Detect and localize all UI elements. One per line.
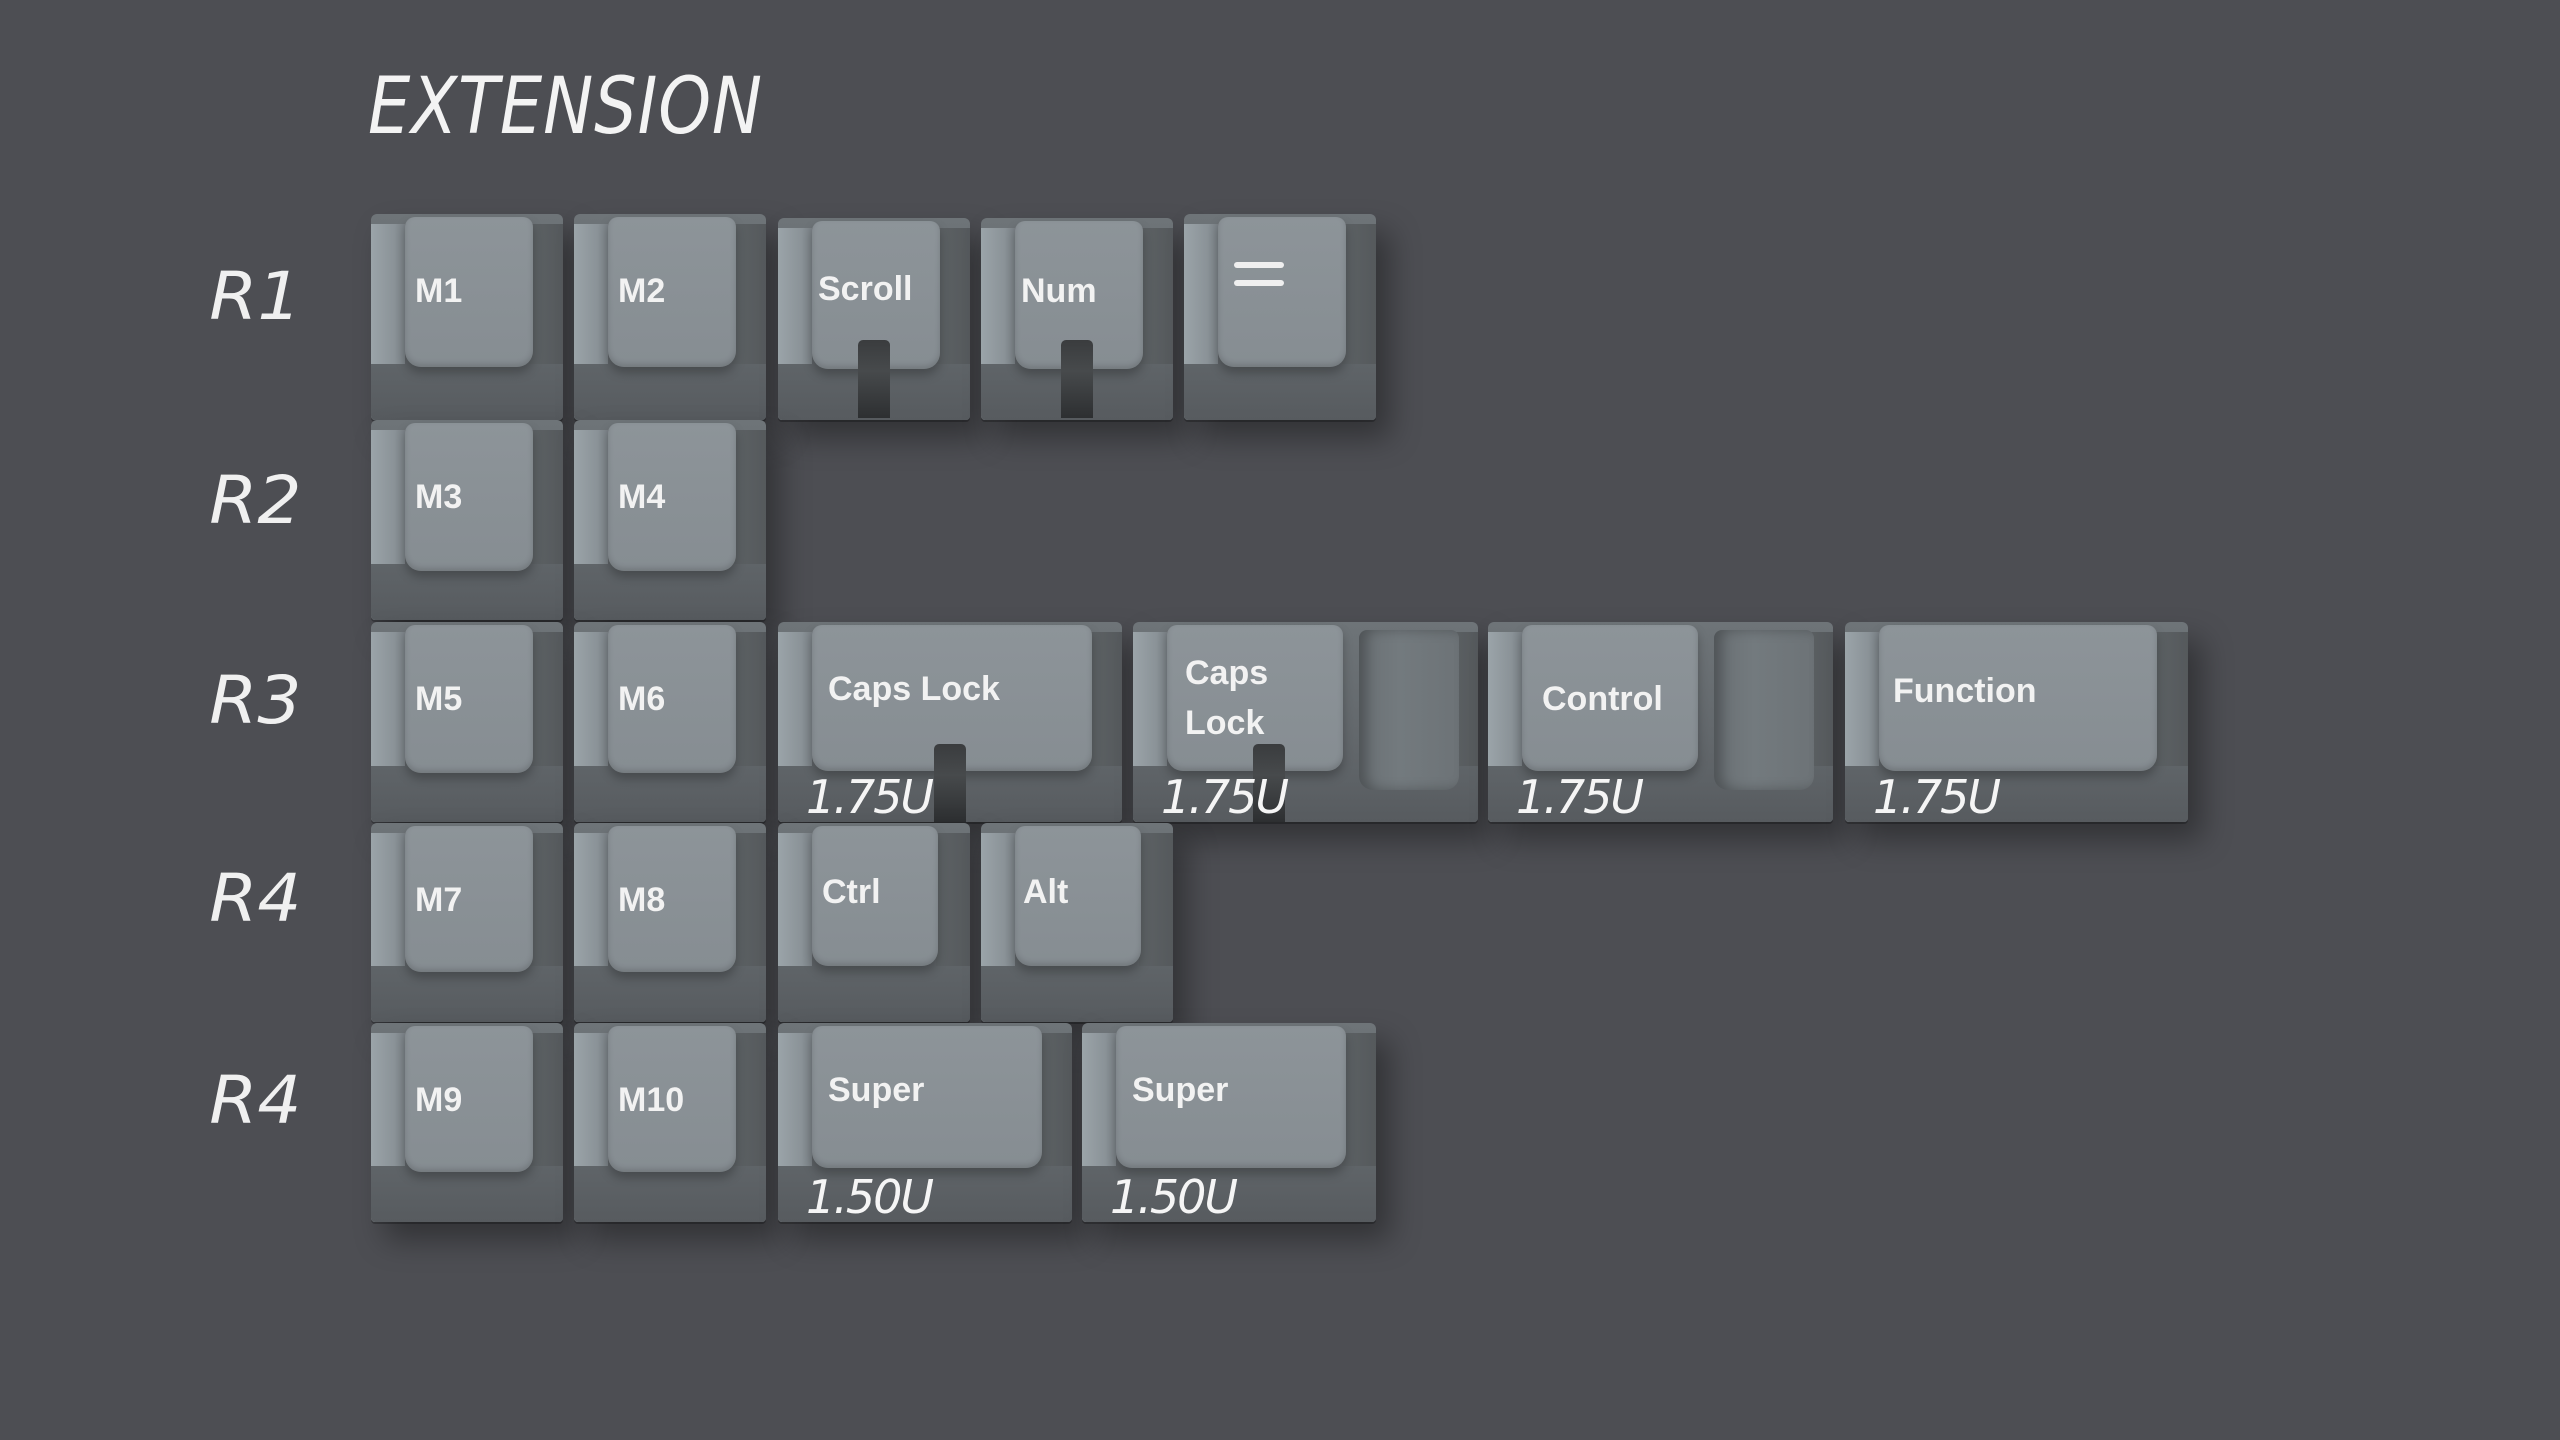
keycap-alt[interactable]: Alt — [981, 823, 1173, 1022]
keycap-legend: M9 — [415, 1081, 463, 1119]
keycap-legend: Scroll — [818, 270, 913, 308]
keycap-legend: Ctrl — [822, 873, 881, 911]
keycap-m2[interactable]: M2 — [574, 214, 766, 420]
keycap-legend: M6 — [618, 680, 666, 718]
led-indicator-slot — [1061, 340, 1093, 418]
keycap-legend: M7 — [415, 881, 463, 919]
keycap-stepped-caps-lock[interactable]: Caps Lock 1.75U — [1133, 622, 1478, 822]
equals-icon — [1234, 262, 1284, 290]
keycap-legend: M4 — [618, 478, 666, 516]
keycap-scroll[interactable]: Scroll — [778, 218, 970, 420]
page-title: EXTENSION — [368, 62, 763, 152]
keycap-legend: Caps Lock — [828, 670, 1000, 708]
row-label-r3: R3 — [209, 662, 302, 739]
keycap-legend: M8 — [618, 881, 666, 919]
keycap-function[interactable]: Function 1.75U — [1845, 622, 2188, 822]
keycap-m3[interactable]: M3 — [371, 420, 563, 620]
keycap-legend: M2 — [618, 272, 666, 310]
keycap-caps-lock[interactable]: Caps Lock 1.75U — [778, 622, 1122, 822]
keycap-m7[interactable]: M7 — [371, 823, 563, 1022]
keycap-legend: Control — [1542, 680, 1663, 718]
keycap-m10[interactable]: M10 — [574, 1023, 766, 1222]
keycap-m4[interactable]: M4 — [574, 420, 766, 620]
led-indicator-slot — [858, 340, 890, 418]
keycap-equals[interactable] — [1184, 214, 1376, 420]
keycap-m6[interactable]: M6 — [574, 622, 766, 822]
keycap-legend: Alt — [1023, 873, 1069, 911]
keycap-m8[interactable]: M8 — [574, 823, 766, 1022]
keycap-size-label: 1.50U — [806, 1170, 934, 1222]
row-label-r4: R4 — [209, 860, 302, 937]
keycap-legend: Super — [1132, 1071, 1229, 1109]
keycap-legend: M1 — [415, 272, 463, 310]
keycap-size-label: 1.75U — [1516, 770, 1644, 822]
row-label-r1: R1 — [209, 258, 302, 335]
row-label-r4-second: R4 — [209, 1062, 302, 1139]
keycap-legend: Caps Lock — [1185, 654, 1269, 742]
row-label-r2: R2 — [209, 462, 302, 539]
keycap-legend: Num — [1021, 272, 1097, 310]
keycap-size-label: 1.75U — [1873, 770, 2001, 822]
keycap-num[interactable]: Num — [981, 218, 1173, 420]
keycap-legend: M5 — [415, 680, 463, 718]
keycap-m9[interactable]: M9 — [371, 1023, 563, 1222]
keycap-m5[interactable]: M5 — [371, 622, 563, 822]
keycap-legend: Function — [1893, 672, 2037, 710]
keycap-super-left[interactable]: Super 1.50U — [778, 1023, 1072, 1222]
keycap-size-label: 1.75U — [1161, 770, 1289, 822]
led-indicator-slot — [934, 744, 966, 822]
keycap-size-label: 1.50U — [1110, 1170, 1238, 1222]
keycap-size-label: 1.75U — [806, 770, 934, 822]
keycap-super-right[interactable]: Super 1.50U — [1082, 1023, 1376, 1222]
keycap-ctrl[interactable]: Ctrl — [778, 823, 970, 1022]
keycap-legend: M10 — [618, 1081, 685, 1119]
keycap-legend: M3 — [415, 478, 463, 516]
keycap-legend: Super — [828, 1071, 925, 1109]
keycap-m1[interactable]: M1 — [371, 214, 563, 420]
keycap-stepped-control[interactable]: Control 1.75U — [1488, 622, 1833, 822]
led-indicator-slot — [1253, 744, 1285, 822]
